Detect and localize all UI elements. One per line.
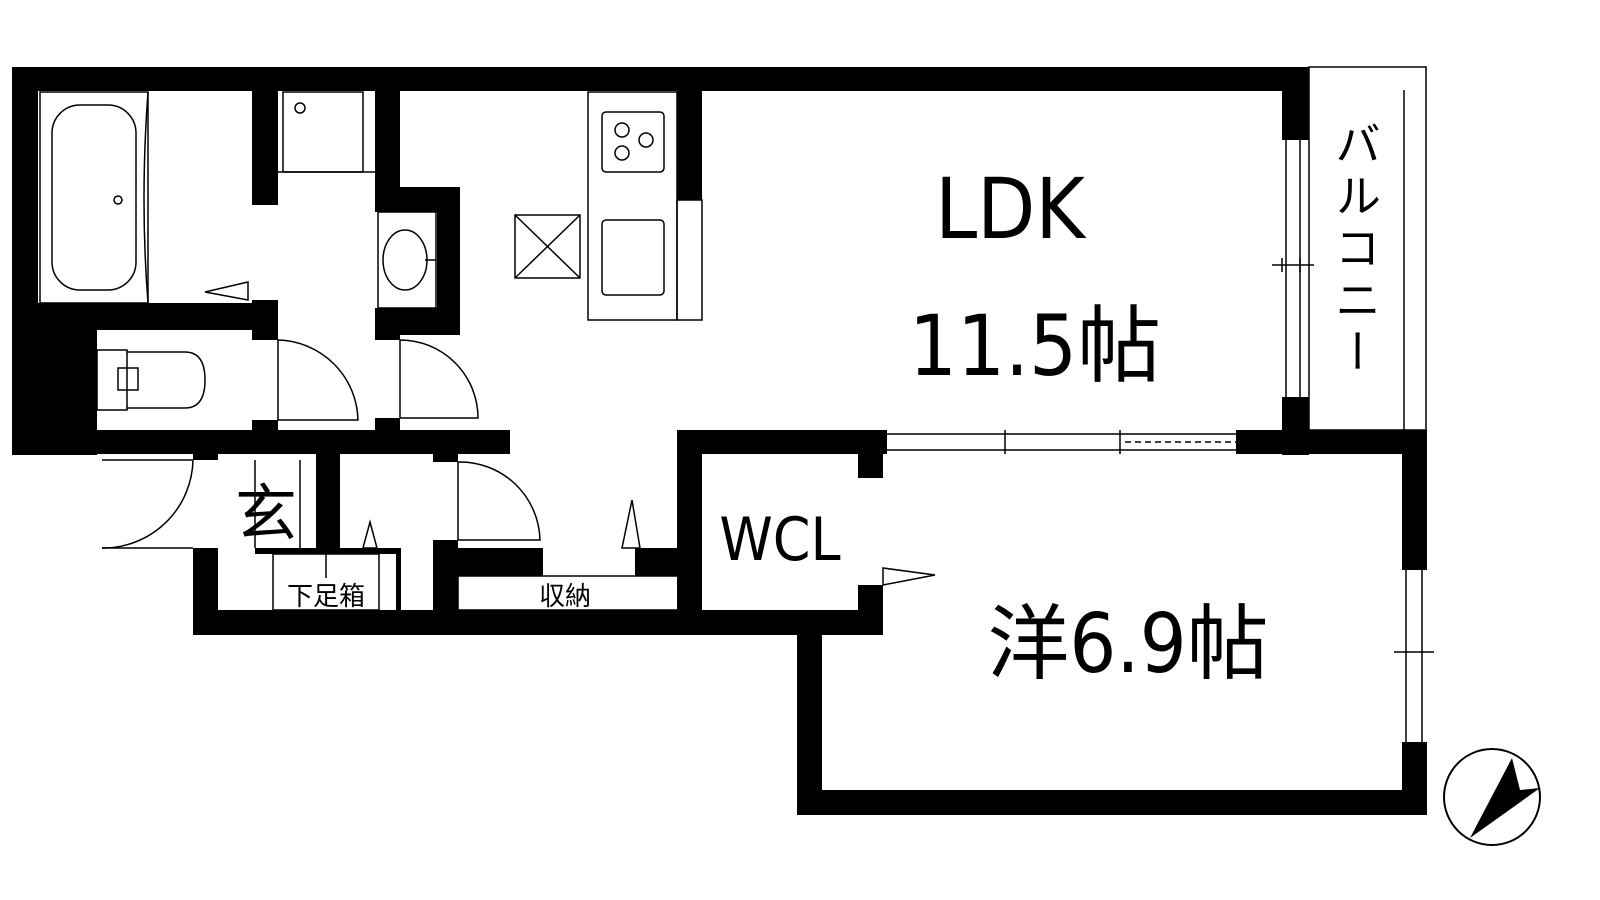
- wall-toilet-right: [252, 420, 278, 432]
- wall-entry-bottom: [193, 610, 883, 635]
- wall-ldk-bottom-right: [1236, 430, 1426, 454]
- wall-shoebox-top: [255, 548, 400, 554]
- room-ldk-name: LDK: [935, 160, 1087, 258]
- toilet: [96, 349, 128, 411]
- storage-label: 収納: [539, 582, 591, 612]
- room-wcl-label: WCL: [719, 505, 840, 575]
- wall-bed-right-1: [1402, 430, 1427, 570]
- balcony-frame: [1308, 66, 1427, 431]
- walls: [12, 67, 1427, 815]
- wall-wash-5: [375, 308, 400, 340]
- wall-top: [12, 67, 1309, 91]
- wall-hall-2: [433, 540, 458, 620]
- wall-shoebox-right: [396, 548, 401, 618]
- wall-bed-bottom: [797, 790, 1427, 815]
- sink: [601, 219, 665, 296]
- wall-hall-1: [433, 452, 458, 462]
- wall-bath-right-2: [252, 300, 278, 340]
- wall-entry-divider: [316, 452, 340, 552]
- washing-machine: [282, 91, 364, 173]
- wall-wcl-left: [677, 430, 702, 635]
- wall-bath-bottom: [38, 303, 278, 330]
- room-western-label: 洋6.9帖: [987, 597, 1268, 692]
- wall-wash-6: [375, 418, 400, 432]
- wall-bath-right: [252, 90, 278, 205]
- bathtub: [39, 91, 149, 304]
- entrance-label: 玄: [235, 477, 297, 550]
- wall-bed-right-2: [1402, 742, 1427, 815]
- fixtures: [39, 91, 936, 611]
- shoe-box-label: 下足箱: [287, 582, 365, 612]
- room-ldk-size: 11.5帖: [909, 297, 1161, 395]
- stove: [601, 111, 665, 173]
- balcony-label: バルコニー: [1328, 120, 1382, 380]
- wall-wash-3: [437, 187, 460, 335]
- wall-closet-top-2: [635, 548, 680, 576]
- windows: [887, 140, 1434, 742]
- wall-ldk-bottom: [677, 430, 887, 454]
- compass-icon: [1443, 748, 1541, 846]
- fridge-space: [514, 214, 581, 279]
- storage-closet: [457, 575, 679, 611]
- wall-bed-left: [797, 610, 822, 815]
- wall-closet-top: [458, 548, 543, 576]
- wall-wcl-right: [858, 430, 883, 478]
- wall-wash-1: [375, 90, 400, 190]
- wall-ldk-right-1: [1282, 67, 1309, 140]
- wall-kitchen: [677, 90, 702, 200]
- wall-entry-top: [193, 430, 218, 460]
- wall-bottom-bath: [12, 430, 510, 454]
